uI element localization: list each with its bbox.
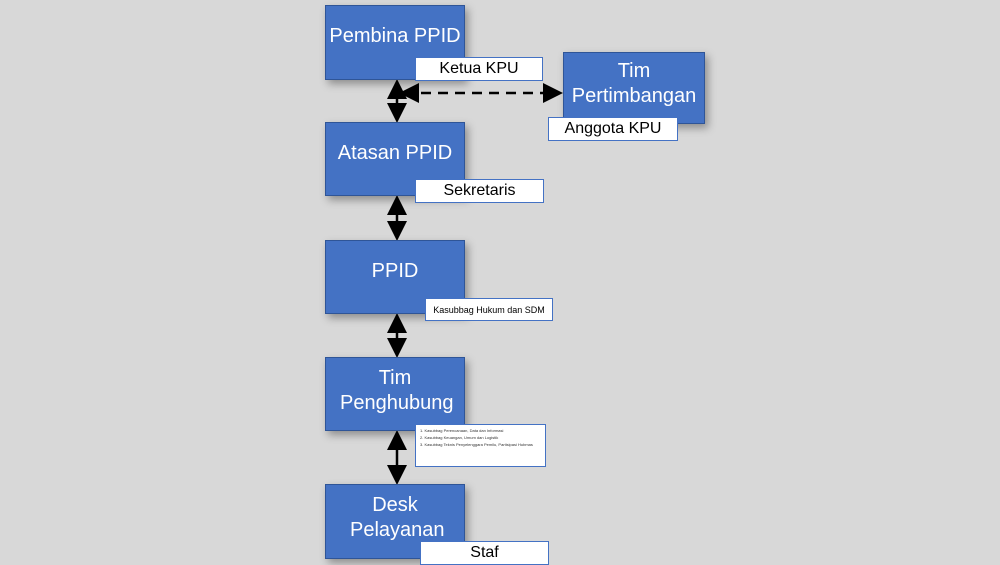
list-item: 1. Kasubbag Perencanaan, Data dan Inform… <box>420 428 504 433</box>
node-title: Tim Pertimbangan <box>571 60 697 107</box>
node-title: Desk Pelayanan <box>350 494 445 541</box>
list-item: 3. Kasubbag Teknis Penyelenggara Pemilu,… <box>420 442 533 447</box>
label-penghubung-list: 1. Kasubbag Perencanaan, Data dan Inform… <box>415 424 546 467</box>
node-desk-pelayanan: Desk Pelayanan <box>325 484 465 559</box>
node-title: PPID <box>371 260 419 282</box>
node-title: Pembina PPID <box>329 25 461 47</box>
list-item: 2. Kasubbag Keuangan, Umum dan Logistik <box>420 435 499 440</box>
node-title: Tim Penghubung <box>340 367 454 414</box>
label-anggota-kpu: Anggota KPU <box>548 117 678 141</box>
node-title: Atasan PPID <box>337 142 453 164</box>
label-kasubbag-hukum: Kasubbag Hukum dan SDM <box>425 298 553 321</box>
label-ketua-kpu: Ketua KPU <box>415 57 543 81</box>
node-tim-penghubung: Tim Penghubung <box>325 357 465 431</box>
node-tim-pertimbangan: Tim Pertimbangan <box>563 52 705 124</box>
node-ppid: PPID <box>325 240 465 314</box>
label-staf: Staf <box>420 541 549 565</box>
label-sekretaris: Sekretaris <box>415 179 544 203</box>
